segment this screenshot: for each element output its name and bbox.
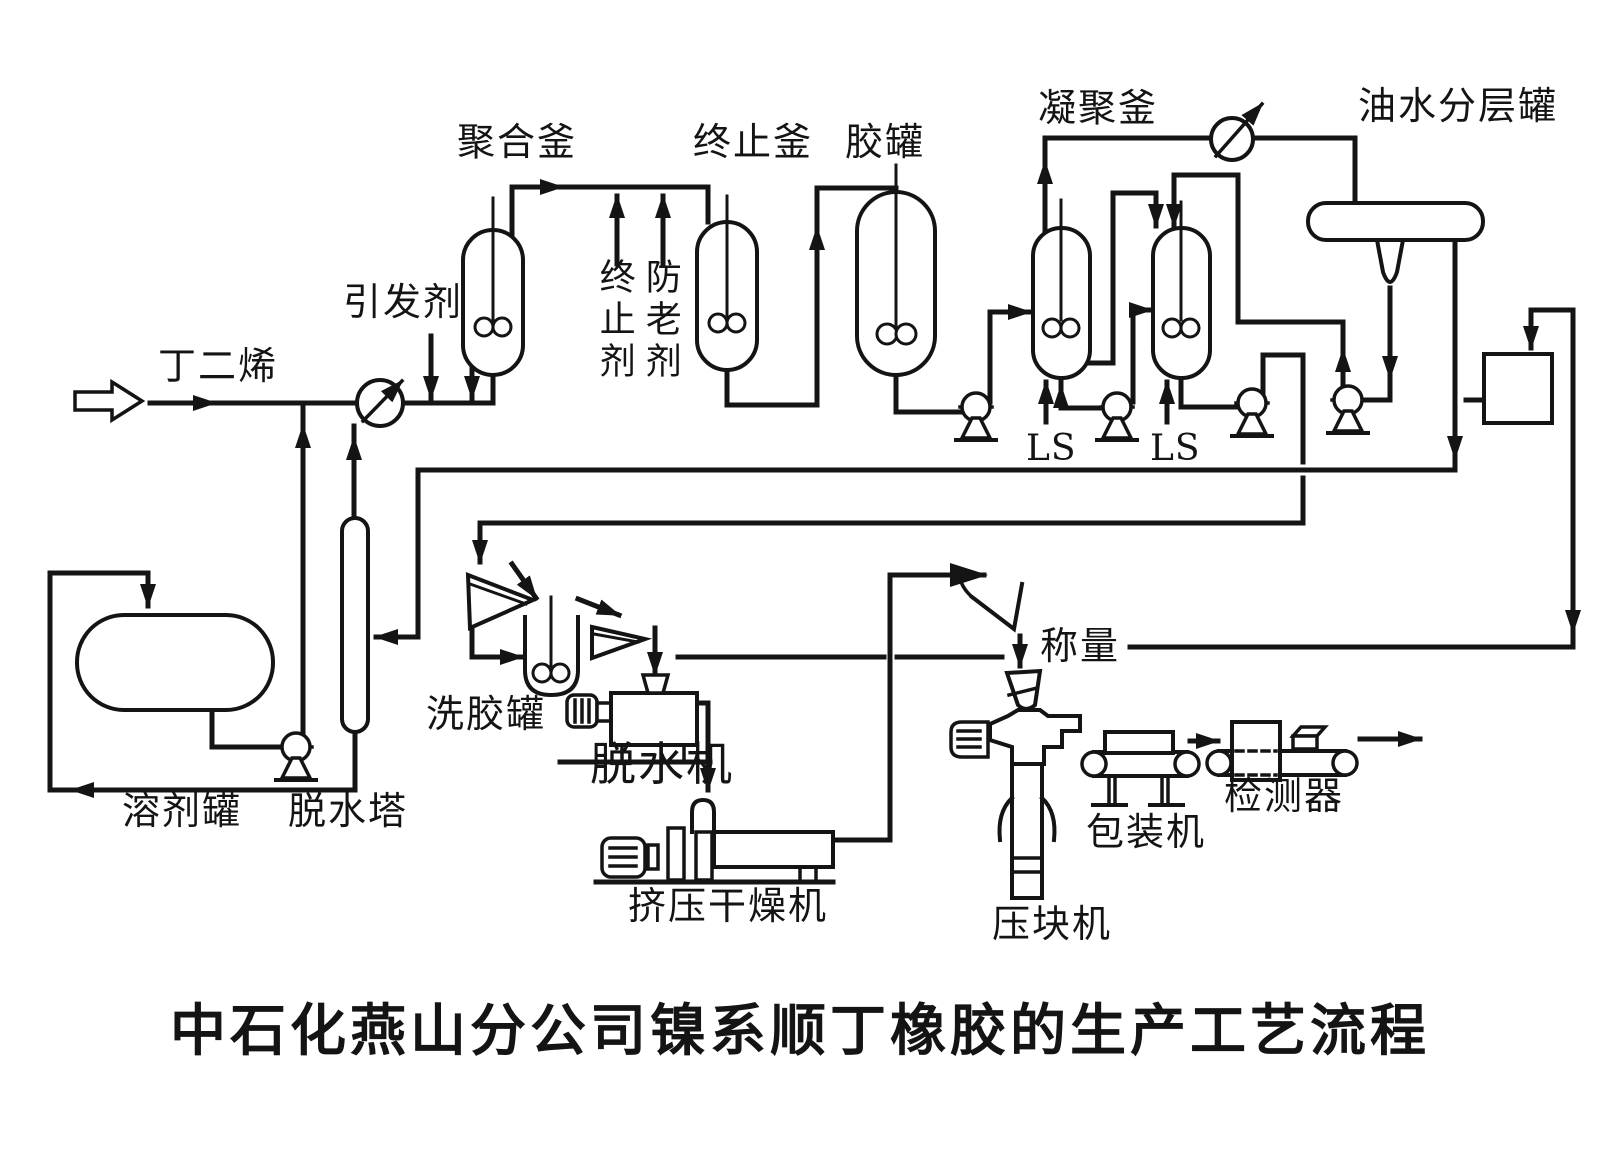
oil-water-separator-vessel: [1306, 201, 1485, 284]
label-coagulation-kettle: 凝聚釜: [1038, 88, 1159, 130]
extrusion-dryer-icon: [593, 797, 836, 885]
diagram-title: 中石化燕山分公司镍系顺丁橡胶的生产工艺流程: [170, 998, 1430, 1064]
solvent-pump-icon: [274, 731, 318, 782]
label-glue-washing-tank: 洗胶罐: [426, 694, 547, 736]
polymerization-kettle: [461, 196, 525, 377]
label-oil-water-separator: 油水分层罐: [1358, 86, 1559, 128]
pipes: [47, 135, 1581, 843]
coagulator-pump-1-icon: [1095, 391, 1139, 442]
termination-kettle: [695, 194, 759, 372]
label-dehydration-tower: 脱水塔: [288, 791, 409, 833]
label-solvent-tank: 溶剂罐: [122, 791, 243, 833]
dewatering-machine-icon: [557, 673, 713, 765]
label-weighing: 称量: [1040, 626, 1121, 668]
packaging-machine-icon: [1080, 730, 1201, 807]
glue-washing-tank-vessel: [523, 595, 580, 698]
label-terminator: 终止剂: [594, 258, 636, 384]
flow-control-icon-1: [355, 378, 405, 428]
label-extrusion-dryer: 挤压干燥机: [628, 886, 829, 928]
label-antiaging-agent: 防老剂: [640, 258, 682, 384]
solvent-tank-vessel: [75, 613, 275, 712]
label-packaging-machine: 包装机: [1086, 812, 1207, 854]
glue-tank-vessel: [855, 163, 937, 377]
detector-icon: [1205, 720, 1359, 782]
label-initiator: 引发剂: [343, 282, 464, 324]
coagulation-kettle-1: [1031, 198, 1092, 380]
glue-pump-icon: [954, 391, 998, 442]
coagulator-pump-2-icon: [1230, 387, 1274, 438]
screen-cone-1-icon: [465, 572, 539, 632]
label-detector: 检测器: [1224, 776, 1345, 818]
coagulation-kettle-2: [1151, 200, 1212, 380]
flow-control-icon-2: [1209, 101, 1265, 162]
weighing-funnel-icon: [957, 575, 1025, 633]
label-polymerization-kettle: 聚合釜: [457, 122, 578, 164]
briquetting-machine-icon: [949, 668, 1082, 900]
screen-cone-2-icon: [590, 624, 653, 661]
dehydration-tower-vessel: [340, 516, 370, 734]
label-briquetting-machine: 压块机: [992, 904, 1113, 946]
label-steam-ls-2: LS: [1150, 428, 1201, 469]
label-dewatering-machine: 脱水机: [590, 738, 734, 790]
label-termination-kettle: 终止釜: [693, 122, 814, 164]
label-butadiene: 丁二烯: [158, 346, 279, 388]
label-steam-ls-1: LS: [1026, 428, 1077, 469]
label-glue-tank: 胶罐: [845, 122, 926, 164]
feed-inlet-arrow-icon: [73, 378, 146, 424]
side-box: [1482, 352, 1554, 425]
water-recycle-pump-icon: [1326, 384, 1370, 435]
